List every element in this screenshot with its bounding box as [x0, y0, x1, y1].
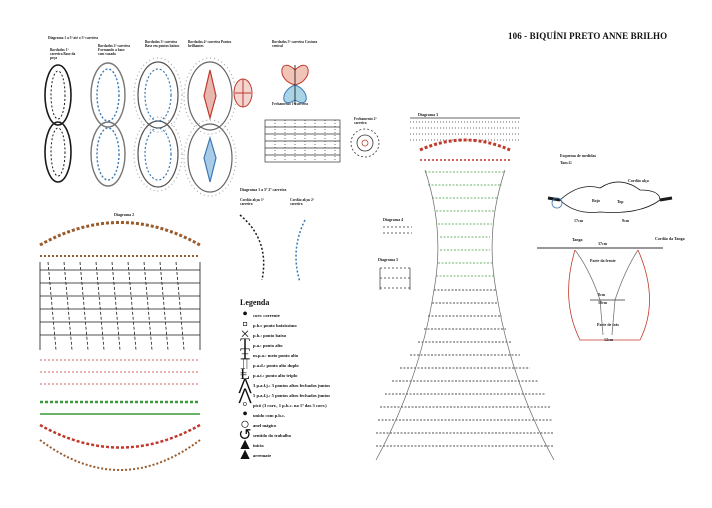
legend-item: ▲arremate [237, 446, 330, 463]
mesh-rect [264, 119, 341, 163]
diagram-4-label: Diagrama 4 [383, 217, 404, 222]
legend-text: p.a.: ponto alto [253, 342, 283, 348]
legend-symbol-icon: ▫ [242, 316, 248, 333]
motif-gray [133, 57, 183, 192]
size-chart-h2: 10cm [598, 300, 608, 305]
legend-symbol-icon: ◦ [242, 396, 248, 413]
legend-symbol-icon: ⋀ [238, 387, 252, 404]
legend-text: m.p.a.: meio ponto alto [253, 352, 299, 358]
legend-symbol-icon: × [240, 326, 250, 343]
legend-item: ⫪p.a.d.: ponto alto duplo [240, 356, 330, 373]
legend-text: unido com p.b.c. [253, 412, 286, 418]
legend-text: picô (3 corr., 1 p.b.c. na 1ª das 3 corr… [253, 402, 327, 408]
motif-blue [90, 62, 126, 187]
size-chart-title: Esquema de medidas [560, 153, 597, 158]
legend-text: anel mágico [253, 422, 277, 428]
motif-colored [183, 57, 237, 197]
legend-text: arremate [253, 452, 272, 458]
legend-symbol-icon: ↺ [238, 427, 252, 444]
size-chart-cm2: 9cm [622, 218, 630, 223]
legend-symbol-icon: ○ [240, 416, 250, 433]
note-c3: Bordados 3ª carreira Base em pontos baix… [145, 40, 180, 49]
legend-symbol-icon: Ⱡ [240, 366, 250, 383]
size-chart-bojo: Bojo [592, 198, 600, 203]
legend: Legenda • corr. corrente ▫ p.b.c ponto baix… [237, 298, 331, 463]
legend-text: 5 p.a.f.j.: 5 pontos altos fechados junt… [253, 392, 331, 398]
note-c4: Bordados 4ª carreira Pontos brilhantes [188, 40, 232, 49]
size-chart-tanga: Tanga [572, 237, 583, 242]
legend-text: corr. corrente [253, 312, 280, 318]
diagram-5-label: Diagrama 5 [378, 257, 399, 262]
motif-flower [233, 78, 253, 108]
legend-symbol-icon: • [242, 306, 248, 323]
size-chart [537, 181, 673, 341]
note-f1: Fechamento 1ª carreira [272, 102, 308, 106]
legend-text: início [253, 442, 264, 448]
motif-round [350, 128, 380, 158]
legend-symbol-icon: ⋀ [238, 377, 252, 394]
legend-item: ⋀5 p.a.f.j.: 5 pontos altos fechados jun… [238, 387, 331, 404]
legend-symbol-icon: ⫪ [240, 356, 250, 373]
legend-text: p.b.: ponto baixo [253, 332, 287, 338]
legend-item: ×p.b.: ponto baixo [240, 326, 330, 343]
size-chart-h1: 8cm [598, 292, 606, 297]
legend-text: 3 p.a.f.j.: 3 pontos altos fechados junt… [253, 382, 331, 388]
size-chart-tras: Parte de trás [597, 322, 619, 327]
legend-title: Legenda [240, 298, 270, 307]
motif-butterfly [281, 64, 309, 105]
size-chart-frente: Parte da frente [590, 258, 616, 263]
note-cd1: Cordão alças 1ª carreira [240, 198, 264, 207]
diagram-2-label: Diagrama 2 [114, 212, 135, 217]
note-c5: Bordados 5ª carreira Costura central [272, 40, 318, 49]
size-chart-tanga-cord: Cordão da Tanga [655, 236, 685, 241]
legend-item: ▫ p.b.c ponto baixíssimo [240, 316, 330, 333]
note-c2: Bordados 2ª carreira Formando a base com… [98, 44, 130, 57]
diagram-1-label: Diagrama 1 a 5ª até o 5ª carreira [48, 36, 98, 40]
legend-symbol-icon: • [242, 406, 248, 423]
legend-symbol-icon: T [240, 336, 250, 353]
note-f2: Fechamento 2ª carreira [354, 117, 377, 126]
size-chart-cm1: 17cm [574, 218, 584, 223]
legend-text: p.b.c ponto baixíssimo [253, 322, 297, 328]
diagram-6 [239, 214, 306, 283]
note-c1: Bordados 1ª carreira Base da peça [50, 48, 76, 61]
diagram-2 [39, 221, 201, 471]
diagram-4 [383, 226, 412, 234]
size-chart-top: Top [617, 199, 624, 204]
legend-text: p.a.t.: ponto alto triplo [253, 372, 298, 378]
legend-item: • unido com p.b.c. [240, 406, 330, 423]
legend-item: ○anel mágico [240, 416, 330, 433]
legend-symbol-icon: Ŧ [240, 346, 250, 363]
legend-item: ↺sentido do trabalho [238, 427, 330, 444]
motif-black [44, 64, 72, 183]
size-chart-subtitle: Tam.G [560, 160, 572, 165]
diagram-3 [375, 117, 555, 461]
legend-list: •corr. corrente▫p.b.c ponto baixíssimo×p… [237, 306, 331, 463]
legend-item: ▲início [237, 436, 330, 453]
legend-item: ◦ picô (3 corr., 1 p.b.c. na 1ª das 3 cor… [240, 396, 330, 413]
legend-text: sentido do trabalho [253, 432, 292, 438]
legend-item: • corr. corrente [240, 306, 330, 323]
legend-item: ⋀3 p.a.f.j.: 3 pontos altos fechados jun… [238, 377, 331, 394]
page-title: 106 - BIQUÍNI PRETO ANNE BRILHO [508, 31, 668, 41]
diagram-3-label: Diagrama 3 [418, 112, 439, 117]
legend-symbol-icon: ▲ [237, 446, 253, 463]
note-cd2: Cordão alças 2ª carreira [290, 198, 314, 207]
legend-symbol-icon: ▲ [237, 436, 253, 453]
diagram-5 [379, 267, 411, 290]
diagram-6-label: Diagrama 1 a 5ª 2ª carreira [240, 187, 287, 192]
size-chart-side: Cordão alça [628, 178, 649, 183]
legend-text: p.a.d.: ponto alto duplo [253, 362, 299, 368]
size-chart-w-bottom: 12cm [604, 337, 614, 342]
size-chart-w-top: 37cm [598, 241, 608, 246]
